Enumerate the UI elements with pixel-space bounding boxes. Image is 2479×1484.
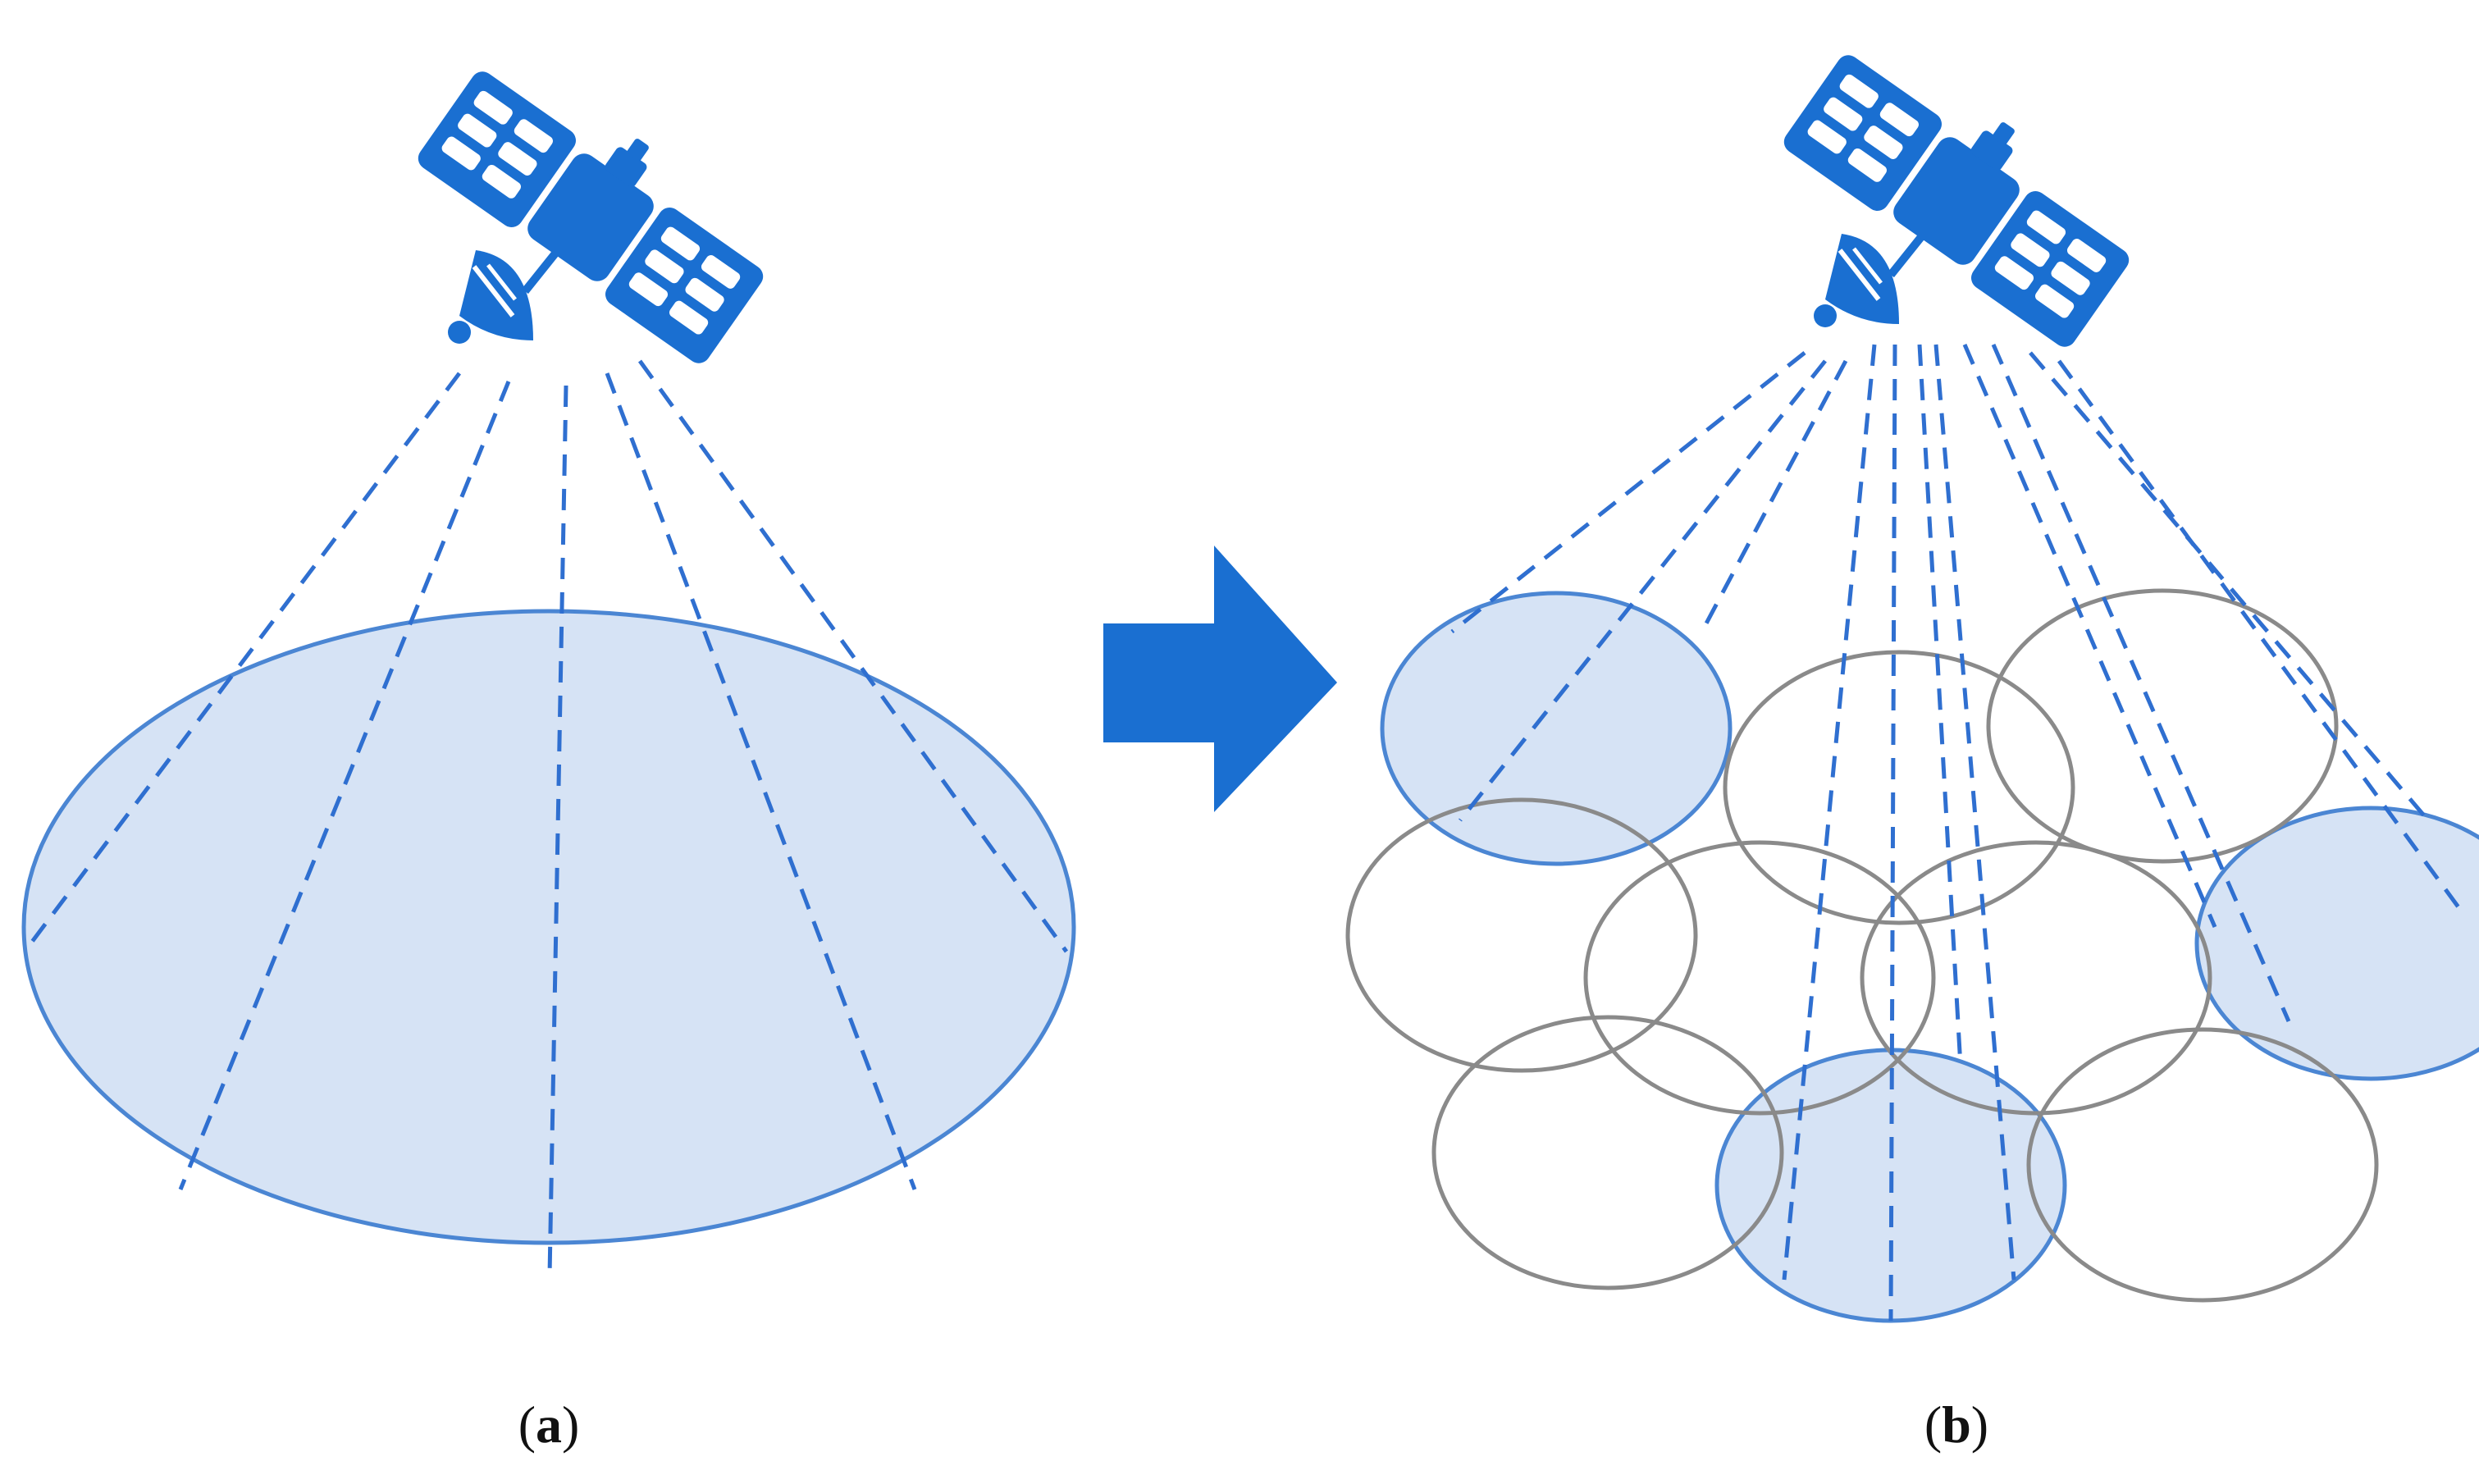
cell-outline bbox=[1860, 840, 2212, 1116]
spot-beam-cell-active bbox=[2194, 806, 2479, 1081]
coverage-area bbox=[21, 609, 1076, 1245]
inactive-cells bbox=[1345, 588, 2379, 1303]
cell-outline bbox=[1345, 797, 1698, 1073]
beam-line bbox=[23, 372, 461, 953]
panel-letter-b: b bbox=[1942, 1395, 1971, 1454]
panel-a bbox=[21, 67, 1076, 1276]
panel-letter-a: a bbox=[536, 1395, 562, 1454]
panel-label-b: (b) bbox=[1924, 1395, 1989, 1454]
beam-lines bbox=[23, 359, 1069, 1276]
beam-line bbox=[2057, 359, 2463, 912]
cell-outline bbox=[1986, 588, 2339, 864]
beam-line bbox=[1991, 344, 2291, 1022]
satellite-icon bbox=[413, 67, 767, 368]
beam-line bbox=[1888, 344, 1897, 1322]
cell-outline bbox=[2026, 1027, 2379, 1303]
right-arrow-icon bbox=[1103, 546, 1337, 812]
cell-outline bbox=[1723, 650, 2075, 925]
panel-b bbox=[1345, 51, 2479, 1323]
cell-outline bbox=[1583, 840, 1936, 1116]
panel-label-a: (a) bbox=[518, 1395, 580, 1454]
beam-line bbox=[1962, 344, 2217, 928]
beam-lines bbox=[1450, 344, 2463, 1322]
beam-line bbox=[1782, 344, 1877, 1281]
satellite-icon bbox=[1779, 51, 2133, 351]
beam-line bbox=[547, 385, 568, 1276]
beam-line bbox=[605, 372, 917, 1190]
cell-outline bbox=[1431, 1015, 1784, 1290]
beam-line bbox=[637, 359, 1069, 953]
beam-line bbox=[2029, 351, 2430, 822]
beam-line bbox=[1459, 359, 1827, 822]
beam-line bbox=[1917, 344, 1963, 1067]
spot-beam-cell-active bbox=[1380, 591, 1733, 866]
beam-line bbox=[1933, 344, 2016, 1281]
beam-line bbox=[178, 381, 511, 1190]
beam-line bbox=[1704, 359, 1848, 625]
beam-line bbox=[1450, 351, 1806, 633]
